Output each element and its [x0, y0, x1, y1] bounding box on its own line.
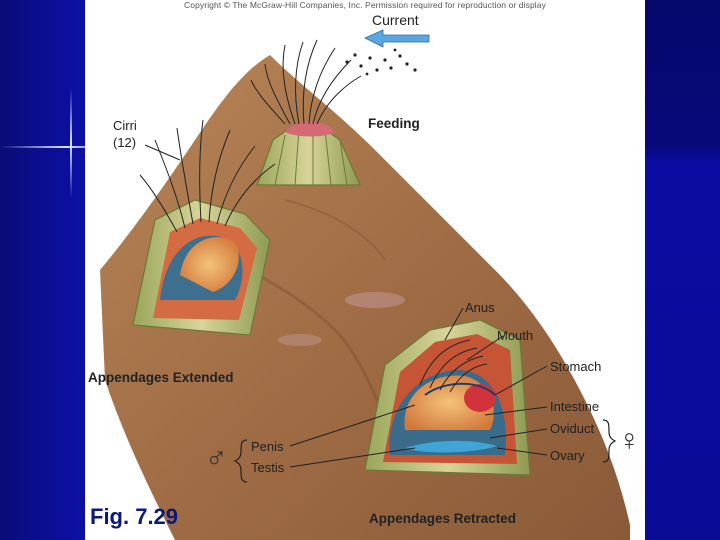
- testis-label: Testis: [251, 460, 285, 475]
- slide-left-stripe: [0, 0, 85, 540]
- sparkle-decoration-vertical: [70, 88, 72, 198]
- feeding-label: Feeding: [368, 116, 420, 131]
- ovary-organ: [405, 440, 497, 453]
- retracted-barnacle: [364, 319, 531, 476]
- extended-barnacle: [132, 119, 276, 336]
- mouth-label: Mouth: [497, 328, 534, 343]
- intestine-label: Intestine: [550, 399, 600, 414]
- current-arrow: [364, 29, 430, 48]
- male-symbol-icon: ♂: [205, 442, 228, 475]
- stomach-label: Stomach: [550, 359, 602, 374]
- feeding-cirri: [250, 39, 362, 125]
- intestine-organ: [424, 382, 496, 396]
- label-leader-lines: [144, 144, 548, 468]
- ovary-label: Ovary: [550, 448, 585, 463]
- extended-body: [180, 237, 239, 292]
- sparkle-decoration-horizontal: [0, 146, 130, 148]
- female-symbol-icon: ♀: [618, 424, 641, 457]
- anus-label: Anus: [465, 300, 495, 315]
- rock-highlight: [278, 334, 322, 346]
- slide-right-band: [645, 0, 720, 540]
- stomach-organ: [464, 384, 496, 412]
- male-brace: [233, 439, 248, 483]
- extended-cirri: [139, 119, 276, 233]
- oviduct-label: Oviduct: [550, 421, 595, 436]
- appendages-extended-label: Appendages Extended: [88, 370, 234, 385]
- retracted-cirri: [419, 339, 488, 393]
- feeding-barnacle: [250, 39, 362, 186]
- barnacle-figure: Copyright © The McGraw-Hill Companies, I…: [85, 0, 645, 540]
- cirri-count-label: (12): [113, 135, 137, 150]
- figure-caption: Fig. 7.29: [90, 504, 179, 529]
- rock-shadow: [284, 199, 386, 261]
- appendages-retracted-label: Appendages Retracted: [369, 511, 517, 526]
- feeding-opening: [285, 121, 335, 137]
- cirri-label: Cirri: [113, 118, 137, 133]
- rock-highlight: [345, 292, 405, 308]
- penis-label: Penis: [251, 439, 284, 454]
- copyright-notice: Copyright © The McGraw-Hill Companies, I…: [184, 0, 546, 10]
- barnacle-illustration: [100, 29, 630, 540]
- female-brace: [602, 419, 617, 463]
- current-label: Current: [372, 12, 419, 28]
- current-particles: [345, 48, 417, 76]
